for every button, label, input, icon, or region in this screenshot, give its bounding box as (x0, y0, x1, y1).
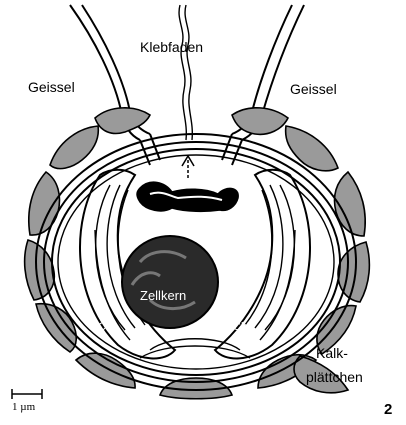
lamella (140, 346, 250, 358)
scale-bar: 1 µm (12, 389, 42, 413)
scale-bar-line (12, 389, 42, 399)
nucleus (122, 236, 218, 328)
haptonema-strand-1 (179, 5, 186, 140)
plate (29, 172, 60, 235)
thylakoid (245, 190, 272, 325)
label-chl-left: Chl (98, 321, 115, 333)
figure-number: 2 (384, 401, 392, 418)
scale-bar-label: 1 µm (12, 401, 36, 413)
label-kalk-line2: plättchen (306, 369, 363, 385)
golgi-body (137, 156, 238, 211)
label-geissel-left: Geissel (28, 79, 75, 95)
label-golgi: Golgi (198, 228, 228, 243)
label-zellkern: Zellkern (140, 288, 186, 303)
lower-lamellae (140, 339, 250, 358)
label-geissel-right: Geissel (290, 81, 337, 97)
label-klebfaden: Klebfaden (140, 39, 203, 55)
nucleus-body (122, 236, 218, 328)
plate (50, 126, 98, 169)
haptonema-strand-2 (185, 5, 192, 140)
label-kalk-line1: Kalk- (316, 345, 348, 361)
haptonema (179, 5, 192, 140)
label-chl-right: Chl (233, 321, 250, 333)
plate (286, 126, 338, 171)
